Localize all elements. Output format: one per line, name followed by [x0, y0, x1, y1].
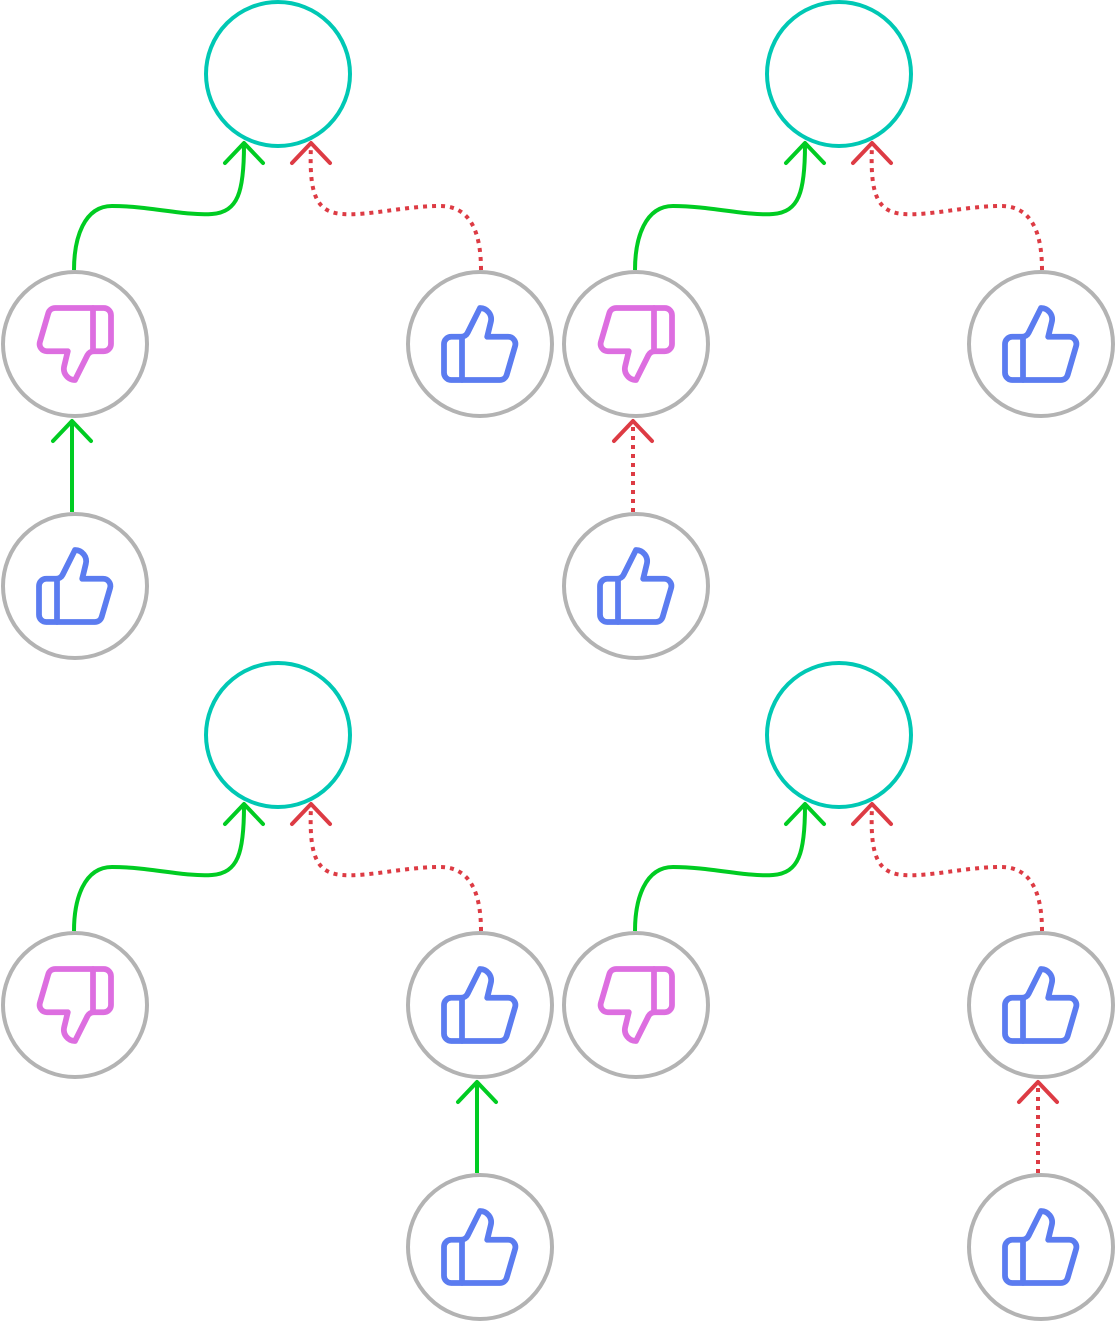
- child-node: [1, 512, 149, 660]
- diagram-panel-2: [562, 0, 1115, 660]
- edge-left-to-root-line: [72, 144, 246, 271]
- left-node-circle: [1, 931, 149, 1079]
- edge-child-to-left: [51, 419, 93, 512]
- right-node: [967, 931, 1115, 1079]
- edge-left-to-root-arrowhead: [784, 802, 826, 826]
- root-node: [765, 661, 913, 809]
- edge-child-to-right-arrowhead: [456, 1080, 498, 1104]
- left-node: [1, 270, 149, 418]
- edge-right-to-root-line: [308, 144, 483, 271]
- edge-left-to-root-line: [633, 144, 807, 271]
- edge-left-to-root: [72, 802, 265, 932]
- edge-right-to-root-arrowhead: [290, 802, 332, 826]
- thumbs-up-icon: [36, 547, 114, 625]
- edge-child-to-right-arrowhead: [1017, 1080, 1059, 1104]
- edge-right-to-root: [290, 141, 483, 271]
- thumbs-up-icon: [441, 305, 519, 383]
- diagram-panel-1: [1, 0, 554, 660]
- edge-child-to-left: [612, 419, 654, 512]
- right-node: [967, 270, 1115, 418]
- thumbs-up-icon: [441, 1208, 519, 1286]
- edge-left-to-root-line: [633, 805, 807, 932]
- right-node-circle: [967, 931, 1115, 1079]
- root-node-circle: [765, 0, 913, 148]
- right-node: [406, 270, 554, 418]
- edge-right-to-root: [851, 141, 1044, 271]
- thumbs-down-icon: [36, 966, 114, 1044]
- edge-right-to-root-line: [869, 805, 1044, 932]
- right-node-circle: [967, 270, 1115, 418]
- edge-right-to-root: [851, 802, 1044, 932]
- edge-left-to-root-arrowhead: [223, 141, 265, 165]
- edge-right-to-root-arrowhead: [851, 802, 893, 826]
- root-node: [765, 0, 913, 148]
- child-node-circle: [562, 512, 710, 660]
- child-node-circle: [406, 1173, 554, 1321]
- child-node: [967, 1173, 1115, 1321]
- root-node-circle: [204, 661, 352, 809]
- edge-right-to-root-line: [308, 805, 483, 932]
- right-node-circle: [406, 931, 554, 1079]
- root-node: [204, 661, 352, 809]
- thumbs-up-icon: [1002, 1208, 1080, 1286]
- edge-left-to-root: [72, 141, 265, 271]
- edge-left-to-root-line: [72, 805, 246, 932]
- left-node-circle: [562, 931, 710, 1079]
- edge-right-to-root-arrowhead: [851, 141, 893, 165]
- edge-left-to-root: [633, 802, 826, 932]
- left-node: [562, 931, 710, 1079]
- thumbs-up-icon: [1002, 966, 1080, 1044]
- thumbs-down-icon: [597, 966, 675, 1044]
- right-node-circle: [406, 270, 554, 418]
- left-node-circle: [562, 270, 710, 418]
- diagram-panel-3: [1, 661, 554, 1321]
- edge-child-to-left-arrowhead: [612, 419, 654, 443]
- diagram-panel-4: [562, 661, 1115, 1321]
- thumbs-down-icon: [36, 305, 114, 383]
- edge-left-to-root: [633, 141, 826, 271]
- child-node-circle: [967, 1173, 1115, 1321]
- root-node-circle: [204, 0, 352, 148]
- edge-child-to-right: [1017, 1080, 1059, 1173]
- left-node: [1, 931, 149, 1079]
- root-node: [204, 0, 352, 148]
- child-node: [562, 512, 710, 660]
- thumbs-up-icon: [597, 547, 675, 625]
- edge-right-to-root: [290, 802, 483, 932]
- edge-child-to-left-arrowhead: [51, 419, 93, 443]
- child-node-circle: [1, 512, 149, 660]
- thumbs-down-icon: [597, 305, 675, 383]
- thumbs-up-icon: [441, 966, 519, 1044]
- left-node: [562, 270, 710, 418]
- child-node: [406, 1173, 554, 1321]
- root-node-circle: [765, 661, 913, 809]
- edge-right-to-root-arrowhead: [290, 141, 332, 165]
- left-node-circle: [1, 270, 149, 418]
- edge-left-to-root-arrowhead: [223, 802, 265, 826]
- edge-right-to-root-line: [869, 144, 1044, 271]
- edge-left-to-root-arrowhead: [784, 141, 826, 165]
- right-node: [406, 931, 554, 1079]
- edge-child-to-right: [456, 1080, 498, 1173]
- thumbs-up-icon: [1002, 305, 1080, 383]
